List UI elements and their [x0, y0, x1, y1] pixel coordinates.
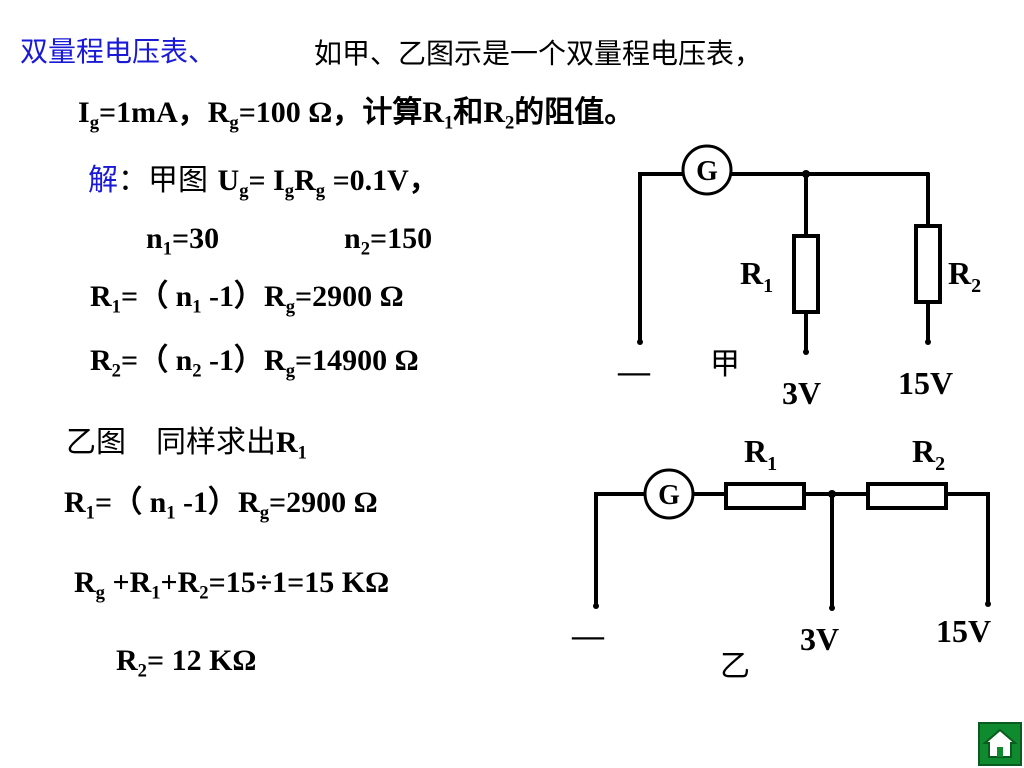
r2-label-b: R2 — [912, 433, 945, 475]
slide-title: 双量程电压表、 — [20, 35, 217, 68]
galvanometer-b — [643, 468, 695, 520]
r1-label-b: R1 — [744, 433, 777, 475]
circuit-a: G R1 R2 — 甲 3V 15V — [617, 144, 981, 411]
problem-intro: 如甲、乙图示是一个双量程电压表， — [314, 37, 763, 70]
resistor-r1-a — [792, 234, 820, 314]
n1-value: n1=30 — [146, 222, 220, 260]
terminal-15v-b: 15V — [936, 613, 991, 649]
part-b-heading: 乙图 同样求出R1 — [66, 425, 307, 464]
part-b-r1-equation: R1=（ n1 -1）Rg=2900 Ω — [64, 486, 378, 524]
sum-equation: Rg +R1+R2=15÷1=15 KΩ — [74, 566, 390, 604]
terminal-15v-a: 15V — [898, 365, 953, 401]
negative-terminal-b: — — [571, 617, 605, 653]
n2-value: n2=150 — [344, 222, 433, 260]
resistor-r2-b — [866, 482, 948, 510]
circuit-b-name: 乙 — [720, 649, 750, 684]
junction-dot-a — [802, 170, 810, 178]
negative-terminal-a: — — [617, 353, 651, 389]
part-b-r2-result: R2= 12 KΩ — [116, 644, 257, 682]
galvanometer-b-label: G — [658, 480, 680, 511]
junction-dot-b — [828, 490, 836, 498]
resistor-r2-a — [914, 224, 942, 304]
terminal-3v-b: 3V — [800, 621, 839, 657]
r1-equation: R1=（ n1 -1）Rg=2900 Ω — [90, 280, 404, 318]
r2-equation: R2=（ n2 -1）Rg=14900 Ω — [90, 344, 419, 382]
resistor-r1-b — [724, 482, 806, 510]
home-button[interactable] — [978, 722, 1022, 766]
circuit-a-wires — [638, 172, 930, 352]
galvanometer-a — [681, 144, 733, 196]
circuit-b: G R1 R2 — 乙 3V 15V — [571, 433, 991, 684]
r2-label-a: R2 — [948, 255, 981, 297]
given-line: Ig=1mA，Rg=100 Ω，计算R1和R2的阻值。 — [78, 96, 635, 134]
r1-label-a: R1 — [740, 255, 773, 297]
home-icon — [982, 728, 1018, 758]
terminal-3v-a: 3V — [782, 375, 821, 411]
circuit-a-name: 甲 — [710, 347, 740, 382]
solution-line: 解：甲图 Ug= IgRg =0.1V， — [88, 163, 439, 202]
galvanometer-a-label: G — [696, 156, 718, 187]
